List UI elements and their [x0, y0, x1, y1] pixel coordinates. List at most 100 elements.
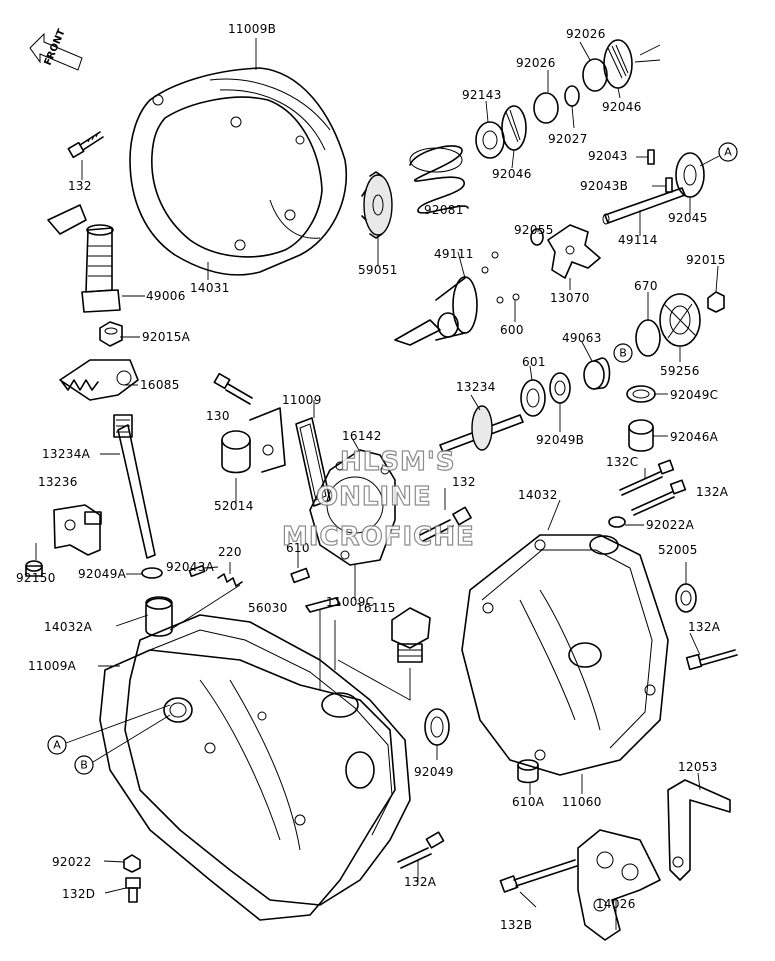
- kick-shaft-13234a: [113, 414, 156, 559]
- label-13070: 13070: [550, 291, 590, 305]
- label-92081: 92081: [424, 203, 464, 217]
- label-52014: 52014: [214, 499, 254, 513]
- label-92026-top: 92026: [566, 27, 606, 41]
- bolt-132c: [619, 459, 675, 496]
- svg-text:A: A: [53, 739, 61, 752]
- needle-bearing-92046a: [628, 419, 654, 452]
- dowel-610: [290, 567, 311, 584]
- label-601: 601: [522, 355, 546, 369]
- nut-92015: [707, 291, 725, 313]
- label-92046: 92046: [492, 167, 532, 181]
- oil-plug-16115: [391, 607, 431, 663]
- label-11060: 11060: [562, 795, 602, 809]
- washer-92022a: [608, 516, 626, 528]
- part-labels: 11009B 132 49006 14031 92015A 16085 1323…: [16, 22, 729, 932]
- gasket-11009a: [99, 649, 396, 921]
- oil-seal-92049: [424, 708, 450, 746]
- label-220: 220: [218, 545, 242, 559]
- label-92049c: 92049C: [670, 388, 718, 402]
- label-130: 130: [206, 409, 230, 423]
- label-13234: 13234: [456, 380, 496, 394]
- label-14032: 14032: [518, 488, 558, 502]
- label-16142: 16142: [342, 429, 382, 443]
- guard-14026: [577, 829, 661, 941]
- svg-text:HLSM'S: HLSM'S: [340, 447, 456, 477]
- label-92055: 92055: [514, 223, 554, 237]
- label-610a: 610A: [512, 795, 545, 809]
- label-92143: 92143: [462, 88, 502, 102]
- nut-92015a: [99, 321, 123, 347]
- label-16085: 16085: [140, 378, 180, 392]
- ratchet-16085: [59, 359, 139, 401]
- label-92049: 92049: [414, 765, 454, 779]
- water-pipe-52014: [221, 407, 286, 474]
- label-132d: 132D: [62, 887, 95, 901]
- collar-49063: [583, 357, 611, 390]
- label-610: 610: [286, 541, 310, 555]
- svg-text:A: A: [724, 146, 732, 159]
- label-600: 600: [500, 323, 524, 337]
- clutch-cover-14031: [129, 67, 348, 276]
- clutch-cover-14032: [461, 534, 669, 776]
- label-92026: 92026: [516, 56, 556, 70]
- bolt-130: [213, 372, 253, 405]
- svg-text:MICROFICHE: MICROFICHE: [282, 522, 475, 552]
- bearing-92045: [675, 152, 705, 198]
- label-56030: 56030: [248, 601, 288, 615]
- oil-seal-92049b: [549, 372, 571, 404]
- label-59256: 59256: [660, 364, 700, 378]
- spring-92081: [409, 145, 469, 214]
- label-92022: 92022: [52, 855, 92, 869]
- gasket-11009: [295, 417, 331, 507]
- bolt-132-mid: [419, 506, 472, 542]
- label-132: 132: [68, 179, 92, 193]
- bolt-132d: [125, 877, 141, 903]
- callout-b-right: B: [613, 343, 633, 363]
- label-13236: 13236: [38, 475, 78, 489]
- seal-92049c: [626, 385, 656, 403]
- label-12053: 12053: [678, 760, 718, 774]
- washer-92049a: [141, 567, 163, 579]
- bearing-601: [520, 379, 546, 417]
- label-13234a: 13234A: [42, 447, 91, 461]
- label-59051: 59051: [358, 263, 398, 277]
- oil-seal-52005: [675, 583, 697, 613]
- bracket-12053: [667, 779, 731, 881]
- label-132a-right-mid: 132A: [688, 620, 721, 634]
- label-11009b: 11009B: [228, 22, 276, 36]
- impeller-59256: [659, 293, 701, 347]
- pin-92043b: [665, 177, 673, 193]
- label-14031: 14031: [190, 281, 230, 295]
- label-132c: 132C: [606, 455, 638, 469]
- washer-92022: [123, 854, 141, 873]
- watermark: HLSM'S ONLINE MICROFICHE: [281, 446, 475, 552]
- label-92043a: 92043A: [166, 560, 215, 574]
- right-cover-14032a: [124, 596, 411, 906]
- svg-text:B: B: [80, 759, 88, 772]
- label-92043b: 92043B: [580, 179, 628, 193]
- label-16115: 16115: [356, 601, 396, 615]
- bolt-132-top: [67, 131, 104, 159]
- gear-59051: [361, 171, 393, 239]
- label-132b: 132B: [500, 918, 532, 932]
- bolt-132a-right-top: [631, 479, 687, 516]
- shaft-13234: [439, 405, 524, 453]
- impeller-13070: [547, 224, 601, 279]
- label-92049a: 92049A: [78, 567, 127, 581]
- spring-220: [217, 573, 243, 587]
- assembly-lines: [169, 584, 411, 701]
- label-11009a: 11009A: [28, 659, 77, 673]
- gasket-56030: [305, 597, 341, 613]
- bolt-132b: [499, 859, 578, 893]
- callout-a-left: A: [47, 704, 171, 755]
- label-52005: 52005: [658, 543, 698, 557]
- label-92022a: 92022A: [646, 518, 695, 532]
- kick-lever-49006: [47, 204, 121, 313]
- bolt-132a-lower: [397, 831, 445, 869]
- label-92045: 92045: [668, 211, 708, 225]
- leader-lines: [35, 38, 719, 930]
- front-arrow-icon: FRONT: [29, 28, 83, 71]
- ring-670: [635, 319, 661, 357]
- label-49111: 49111: [434, 247, 474, 261]
